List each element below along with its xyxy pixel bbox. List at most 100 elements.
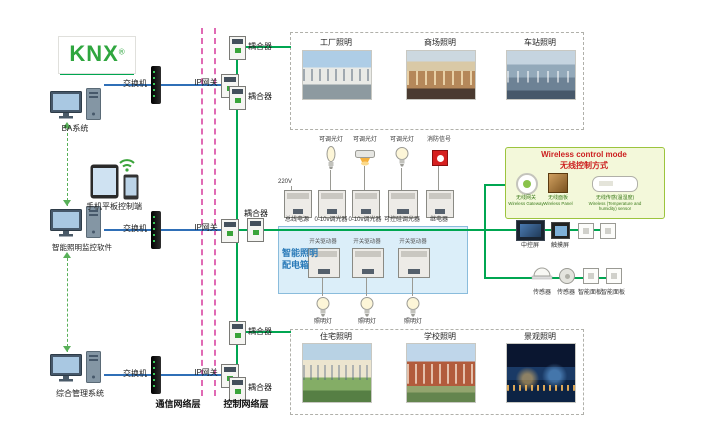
ctrl-layer-label: 控制网络层 [223, 399, 269, 409]
ethernet-switch-icon [151, 211, 161, 249]
bus-power-module [284, 190, 312, 218]
desktop-computer-icon [50, 88, 102, 124]
lamp-label: 照明灯 [313, 319, 333, 325]
registered-mark: ® [118, 47, 125, 57]
photo-factory-lighting [302, 50, 372, 100]
wireless-gateway-label-cn: 无线网关 [515, 195, 537, 201]
line-coupler-icon [229, 321, 246, 345]
touch-screen-icon [551, 222, 570, 239]
lamp-wire [366, 276, 367, 296]
downlight-icon [355, 150, 375, 166]
management-system-label: 综合管理系统 [56, 389, 104, 398]
switch-actuator-module [398, 248, 430, 278]
central-screen-label: 中控屏 [520, 243, 540, 249]
lan-line-row2 [104, 229, 237, 231]
scene-label: 景观照明 [524, 332, 556, 341]
dimmable-lamp-label: 可调光灯 [389, 137, 415, 143]
lamp-label: 照明灯 [357, 319, 377, 325]
mains-220v-label: 220V [277, 179, 293, 185]
module-label: 0-10v调光器 [348, 217, 382, 223]
ethernet-switch-icon [151, 66, 161, 104]
wall-panel-icon [606, 268, 622, 284]
bulb-lamp-icon [316, 296, 330, 318]
ba-system-label: BA系统 [61, 124, 89, 133]
photo-station-lighting [506, 50, 576, 100]
desktop-computer-icon [50, 206, 102, 242]
line-coupler-icon [229, 36, 246, 60]
layer-divider-line-2 [214, 28, 216, 396]
terminal-link-line-1 [67, 128, 68, 206]
lamp-wire [412, 276, 413, 296]
module-label: 0-10v调光器 [314, 217, 348, 223]
module-label: 总线电源 [284, 217, 310, 223]
line-coupler-icon [229, 377, 246, 401]
logo-underline [60, 73, 134, 75]
wireless-sensor-label-cn: 无线传感(温湿度) [595, 195, 635, 201]
wireless-panel-label-en: Wireless Panel [543, 201, 573, 206]
wireless-panel-icon [548, 173, 568, 193]
lamp-wire [322, 276, 323, 296]
knx-bus-right-riser [484, 184, 486, 279]
wireless-gateway-icon [516, 173, 538, 195]
photo-school-lighting [406, 343, 476, 403]
bulb-lamp-icon [406, 296, 420, 318]
arrow-up-icon [63, 252, 71, 258]
module-label: 可控硅调光器 [383, 217, 421, 223]
line-coupler-icon [247, 218, 264, 242]
wireless-title-cn: 无线控制方式 [560, 161, 608, 170]
ip-gateway-label: IP网关 [194, 223, 218, 232]
ethernet-switch-icon [151, 356, 161, 394]
dimmable-lamp-label: 可调光灯 [352, 137, 378, 143]
wireless-sensor-icon [592, 176, 638, 192]
scene-label: 车站照明 [524, 38, 556, 47]
coupler-label: 耦合器 [248, 327, 272, 336]
wall-panel-icon [578, 223, 594, 239]
tablet-terminal-label: 手机平板控制端 [86, 202, 142, 211]
module-label: 继电器 [429, 217, 449, 223]
dimmable-lamp-label: 可调光灯 [318, 137, 344, 143]
round-sensor-icon [559, 268, 575, 284]
lamp-wire [330, 170, 331, 190]
dist-box-title-line2: 配电箱 [282, 260, 310, 270]
dimmer-module [352, 190, 380, 218]
lan-line-row1 [104, 84, 237, 86]
knx-bus-main-line [237, 229, 607, 231]
knx-logo: KNX® [58, 36, 136, 74]
wall-panel-icon [583, 268, 599, 284]
arrow-down-icon [63, 200, 71, 206]
monitor-software-label: 智能照明监控软件 [52, 243, 112, 252]
fire-wire [438, 164, 439, 190]
fire-alarm-icon [432, 150, 448, 166]
lamp-wire [401, 168, 402, 190]
relay-module [426, 190, 454, 218]
arrow-down-icon [63, 346, 71, 352]
actuator-label: 开关驱动器 [309, 239, 337, 245]
arrow-up-icon [63, 122, 71, 128]
sensor-label: 传感器 [556, 290, 576, 296]
scr-dimmer-module [388, 190, 418, 218]
photo-residential-lighting [302, 343, 372, 403]
dimmer-module [318, 190, 346, 218]
bulb-lamp-icon [360, 296, 374, 318]
sensor-label: 传感器 [532, 290, 552, 296]
actuator-label: 开关驱动器 [353, 239, 381, 245]
line-coupler-icon [229, 86, 246, 110]
photo-mall-lighting [406, 50, 476, 100]
dome-sensor-icon [531, 266, 553, 280]
scene-label: 住宅照明 [320, 332, 352, 341]
switch-label: 交换机 [123, 79, 147, 88]
mains-feed-line [291, 186, 292, 190]
lamp-label: 照明灯 [403, 319, 423, 325]
comm-layer-label: 通信网络层 [155, 399, 201, 409]
dist-box-title-line1: 智能照明 [282, 248, 319, 258]
desktop-computer-icon [50, 351, 102, 387]
smart-panel-label: 智能面板 [600, 290, 626, 296]
knx-bus-wireless-branch [486, 184, 505, 186]
smart-panel-label: 智能面板 [577, 290, 603, 296]
actuator-label: 开关驱动器 [399, 239, 427, 245]
switch-label: 交换机 [123, 224, 147, 233]
scene-label: 工厂照明 [320, 38, 352, 47]
knx-bus-top-branch [237, 46, 291, 48]
ip-gateway-label: IP网关 [194, 368, 218, 377]
